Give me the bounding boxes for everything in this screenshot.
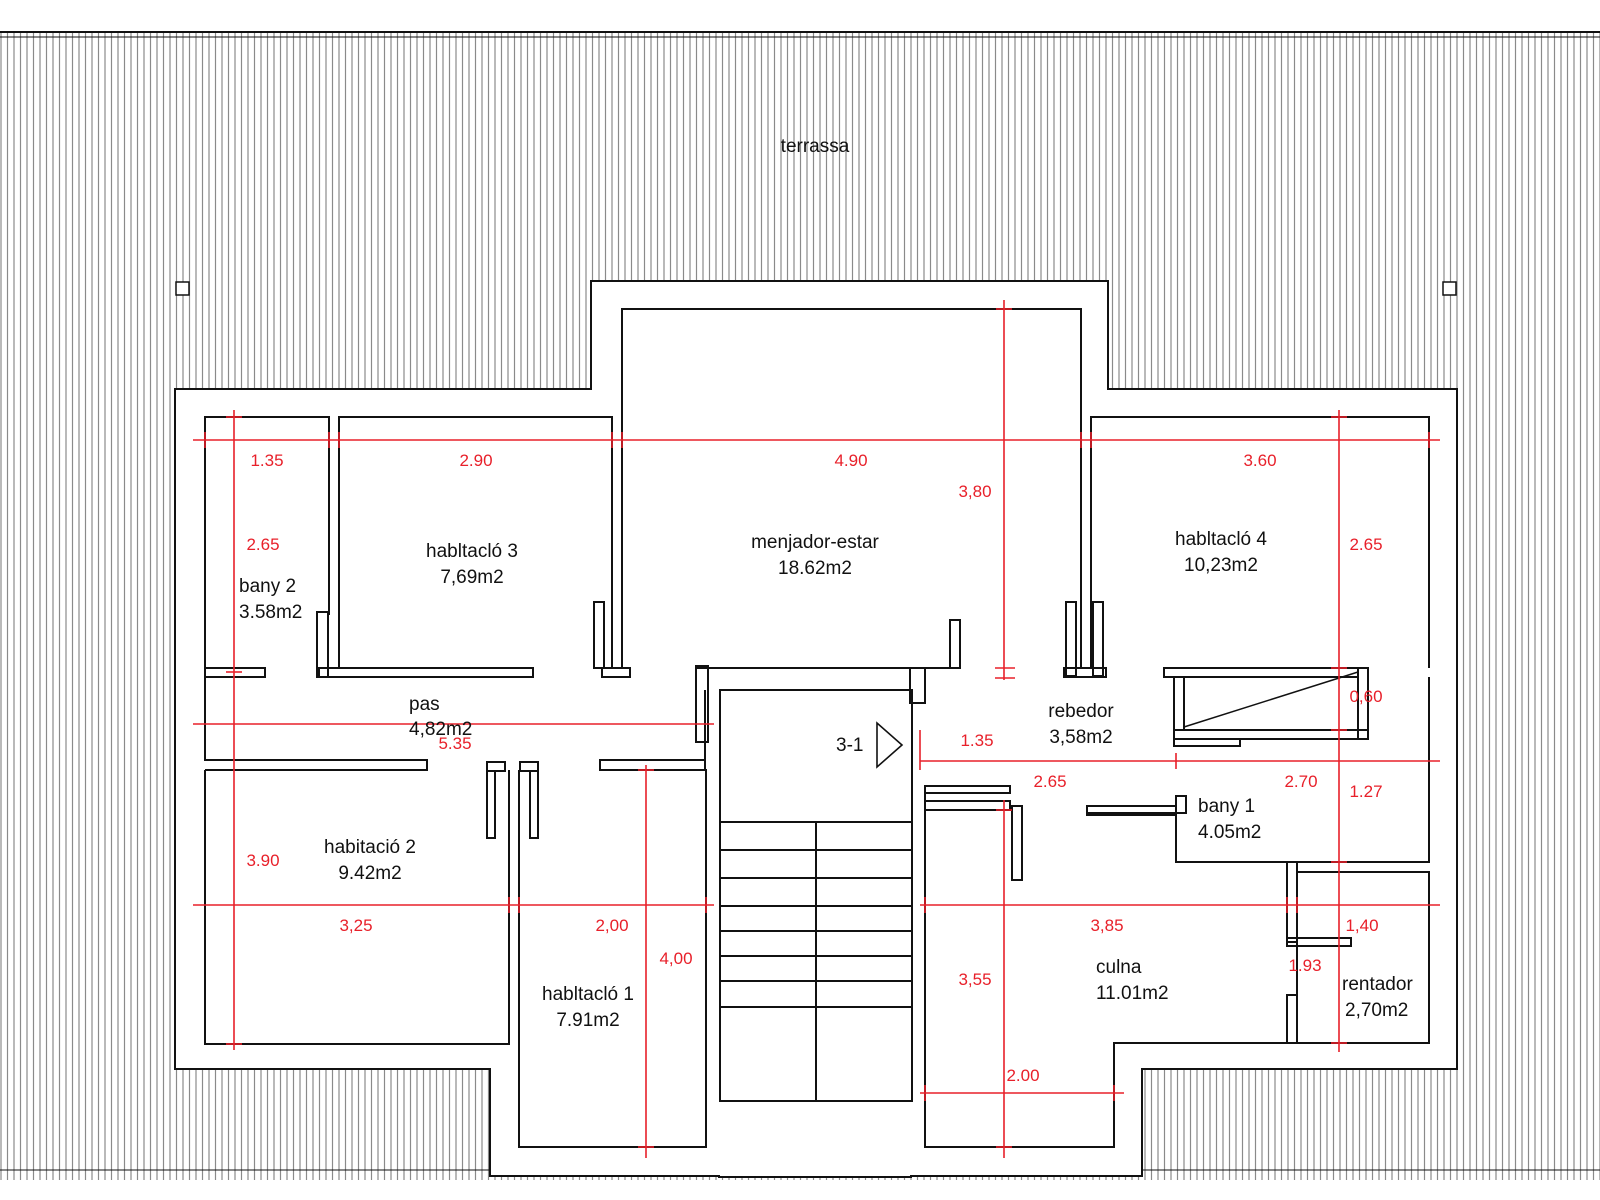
dimension-label: 2.90 (459, 451, 492, 470)
room-area: 10,23m2 (1184, 555, 1258, 576)
room-area: 4,82m2 (409, 719, 472, 740)
column-marker (175, 281, 190, 296)
dimension-label: 2.65 (1349, 535, 1382, 554)
dimension-label: 1,40 (1345, 916, 1378, 935)
room-area: 2,70m2 (1345, 1000, 1408, 1021)
room-menjador-estar: menjador-estar 18.62m2 (751, 532, 879, 579)
entry-arrow-icon (876, 721, 904, 769)
dimension-label: 3.90 (246, 851, 279, 870)
room-area: 3,58m2 (1049, 727, 1112, 748)
dimension-label: 0,60 (1349, 687, 1382, 706)
dimension-label: 3,80 (958, 482, 991, 501)
dimension-label: 5.35 (438, 734, 471, 753)
dimension-labels: 1.35 2.90 4.90 3.60 3,80 2.65 2.65 0,60 … (246, 451, 1382, 1085)
dimension-label: 4,00 (659, 949, 692, 968)
room-habitacio-4: habltacló 4 10,23m2 (1175, 529, 1267, 576)
dimension-ticks (204, 308, 1430, 1148)
room-name: habltacló 4 (1175, 529, 1267, 550)
dimension-label: 3,25 (339, 916, 372, 935)
column-marker (1442, 281, 1457, 296)
room-name: bany 1 (1198, 796, 1255, 817)
room-area: 7.91m2 (556, 1010, 619, 1031)
dimension-label: 4.90 (834, 451, 867, 470)
dimension-label: 3.60 (1243, 451, 1276, 470)
dimension-label: 3,85 (1090, 916, 1123, 935)
dimension-label: 2.65 (1033, 772, 1066, 791)
terrace-label: terrassa (781, 136, 850, 157)
room-cuina: culna 11.01m2 (1096, 957, 1169, 1004)
room-habitacio-2: habitació 2 9.42m2 (324, 837, 416, 884)
room-name: habitació 2 (324, 837, 416, 858)
dimension-label: 1.93 (1288, 956, 1321, 975)
walls (204, 308, 1430, 1148)
room-name: menjador-estar (751, 532, 879, 553)
dimension-label: 2,00 (595, 916, 628, 935)
stair-steps (720, 821, 912, 1101)
room-area: 3.58m2 (239, 602, 302, 623)
room-name: habltacló 1 (542, 984, 634, 1005)
room-area: 18.62m2 (778, 558, 852, 579)
room-name: bany 2 (239, 576, 296, 597)
room-habitacio-3: habltacló 3 7,69m2 (426, 541, 518, 588)
dimension-label: 1.35 (250, 451, 283, 470)
room-area: 11.01m2 (1096, 983, 1169, 1004)
room-name: rebedor (1048, 701, 1114, 722)
room-name: pas (409, 694, 440, 715)
dimension-label: 2.65 (246, 535, 279, 554)
dimension-label: 3,55 (958, 970, 991, 989)
room-rebedor: rebedor 3,58m2 (1048, 701, 1114, 748)
room-area: 9.42m2 (338, 863, 401, 884)
entry-marker: 3-1 (836, 721, 904, 769)
dimension-label: 2.70 (1284, 772, 1317, 791)
room-name: culna (1096, 957, 1142, 978)
room-labels: bany 2 3.58m2 habltacló 3 7,69m2 menjado… (239, 529, 1413, 1031)
dimension-label: 1.35 (960, 731, 993, 750)
room-pas: pas 4,82m2 (409, 694, 472, 740)
room-bany-1: bany 1 4.05m2 (1198, 796, 1261, 843)
building-outline (174, 280, 1458, 1178)
room-area: 4.05m2 (1198, 822, 1261, 843)
entry-marker-label: 3-1 (836, 735, 863, 756)
room-rentador: rentador 2,70m2 (1342, 974, 1413, 1021)
room-name: rentador (1342, 974, 1413, 995)
room-habitacio-1: habltacló 1 7.91m2 (542, 984, 634, 1031)
room-bany-2: bany 2 3.58m2 (239, 576, 302, 623)
dimension-label: 2.00 (1006, 1066, 1039, 1085)
room-area: 7,69m2 (440, 567, 503, 588)
room-name: habltacló 3 (426, 541, 518, 562)
dimension-lines (193, 300, 1440, 1158)
dimension-label: 1.27 (1349, 782, 1382, 801)
